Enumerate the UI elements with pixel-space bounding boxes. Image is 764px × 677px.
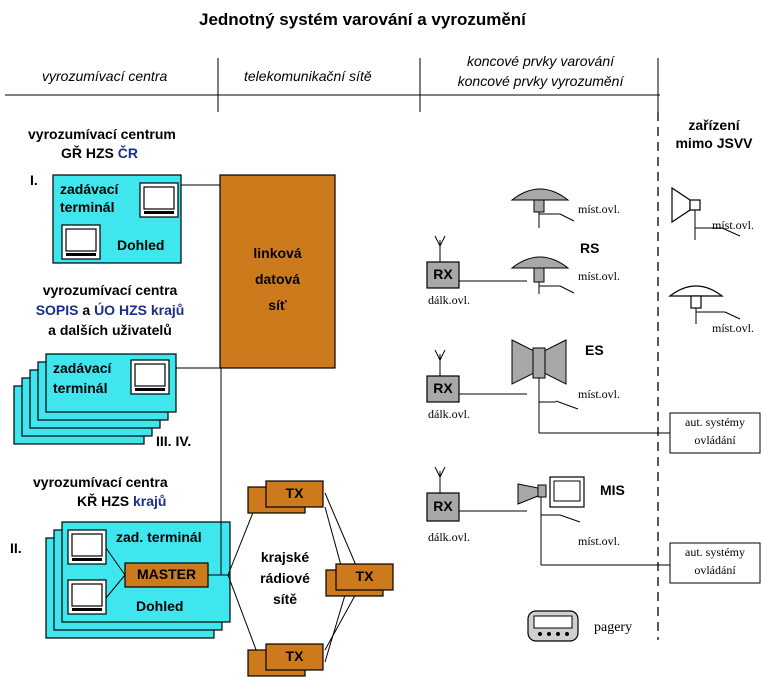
auto-systems-box-1 bbox=[669, 412, 761, 454]
zad-terminal-label-4: terminál bbox=[53, 380, 108, 396]
antenna-icon bbox=[434, 466, 446, 493]
kr-region: krajů bbox=[133, 493, 167, 509]
column-header-endpoints-1: koncové prvky varování bbox=[466, 53, 615, 69]
auto-systems-label-2a: aut. systémy bbox=[685, 545, 745, 559]
tx-label-bottom: TX bbox=[285, 648, 304, 664]
network-label-3: síť bbox=[268, 297, 287, 313]
tx-label-top: TX bbox=[285, 485, 304, 501]
center-sopis-subtitle: SOPIS a ÚO HZS krajů bbox=[0, 302, 220, 318]
auto-systems-label-2b: ovládání bbox=[694, 563, 736, 577]
center-kr-title: vyrozumívací centra bbox=[33, 474, 168, 490]
network-box bbox=[219, 174, 336, 369]
es-label: ES bbox=[585, 342, 604, 358]
dohled-label-2: Dohled bbox=[136, 598, 184, 614]
sopis-name: SOPIS bbox=[35, 302, 79, 318]
center-sopis-title: vyrozumívací centra bbox=[42, 282, 178, 298]
pager-icon bbox=[527, 610, 579, 642]
auto-systems-label-1b: ovládání bbox=[694, 433, 736, 447]
mis-label: MIS bbox=[600, 482, 625, 498]
antenna-icon bbox=[434, 349, 446, 376]
center-kr-subtitle: KŘ HZS krajů bbox=[77, 493, 166, 509]
center-sopis-users: a dalších uživatelů bbox=[48, 322, 172, 338]
center-gr-subtitle: GŘ HZS ČR bbox=[61, 145, 138, 161]
gr-org: GŘ HZS bbox=[61, 145, 118, 161]
local-control-label: míst.ovl. bbox=[578, 269, 621, 283]
display-icon bbox=[549, 476, 585, 508]
column-header-networks: telekomunikační sítě bbox=[244, 68, 372, 84]
network-label-2: datová bbox=[254, 271, 301, 287]
rs-label: RS bbox=[580, 240, 600, 256]
siren-rotary-icon bbox=[510, 256, 575, 294]
siren-electronic-icon bbox=[511, 339, 567, 408]
roman-i: I. bbox=[30, 172, 38, 188]
local-control-label: míst.ovl. bbox=[712, 218, 755, 232]
column-header-centers: vyrozumívací centra bbox=[42, 68, 168, 84]
monitor-icon bbox=[61, 224, 101, 260]
tx-label-right: TX bbox=[355, 568, 374, 584]
diagram-title: Jednotný systém varování a vyrozumění bbox=[199, 10, 526, 29]
tx-box-right bbox=[335, 563, 394, 591]
rx-label-2: RX bbox=[433, 380, 453, 396]
local-control-label: míst.ovl. bbox=[578, 202, 621, 216]
remote-control-label: dálk.ovl. bbox=[428, 407, 470, 421]
loudspeaker-icon bbox=[517, 483, 547, 505]
tx-box-top bbox=[265, 480, 324, 508]
siren-rotary-icon bbox=[510, 188, 575, 228]
local-control-label: míst.ovl. bbox=[712, 321, 755, 335]
radio-label-1: krajské bbox=[260, 549, 310, 565]
remote-control-label: dálk.ovl. bbox=[428, 530, 470, 544]
auto-systems-label-1a: aut. systémy bbox=[685, 415, 745, 429]
roman-ii: II. bbox=[10, 540, 22, 556]
center-gr-title: vyrozumívací centrum bbox=[28, 126, 176, 142]
monitor-icon bbox=[130, 359, 170, 395]
siren-rotary-icon bbox=[668, 285, 741, 324]
remote-control-label: dálk.ovl. bbox=[428, 293, 470, 307]
radio-label-3: sítě bbox=[272, 591, 298, 607]
auto-systems-box-2 bbox=[669, 542, 761, 584]
zad-terminal-short: zad. terminál bbox=[116, 529, 202, 545]
zad-terminal-label-2: terminál bbox=[60, 199, 115, 215]
network-label-1: linková bbox=[253, 245, 302, 261]
local-control-label: míst.ovl. bbox=[578, 387, 621, 401]
zad-terminal-label-3: zadávací bbox=[53, 360, 112, 376]
sopis-uo: ÚO HZS krajů bbox=[94, 302, 185, 318]
column-header-outside-1: zařízení bbox=[688, 117, 740, 133]
rx-box-1 bbox=[426, 261, 460, 289]
monitor-icon bbox=[67, 579, 107, 615]
rx-box-3 bbox=[426, 492, 460, 522]
column-header-endpoints-2: koncové prvky vyrozumění bbox=[457, 73, 624, 89]
horn-speaker-icon bbox=[671, 186, 741, 240]
kr-org: KŘ HZS bbox=[77, 493, 133, 509]
tx-box-bottom bbox=[265, 643, 324, 671]
sopis-and: a bbox=[78, 302, 95, 318]
rx-label-3: RX bbox=[433, 498, 453, 514]
antenna-icon bbox=[434, 235, 446, 262]
rx-label-1: RX bbox=[433, 266, 453, 282]
master-box bbox=[124, 562, 209, 588]
local-control-label: míst.ovl. bbox=[578, 534, 621, 548]
monitor-icon bbox=[67, 529, 107, 565]
column-header-outside-2: mimo JSVV bbox=[675, 135, 753, 151]
dohled-label: Dohled bbox=[117, 237, 165, 253]
rx-box-2 bbox=[426, 375, 460, 403]
zad-terminal-label-1: zadávací bbox=[60, 181, 119, 197]
master-label: MASTER bbox=[136, 566, 197, 582]
monitor-icon bbox=[139, 182, 179, 218]
radio-label-2: rádiové bbox=[260, 570, 310, 586]
pager-label: pagery bbox=[594, 620, 633, 635]
gr-country: ČR bbox=[117, 145, 139, 161]
roman-iii-iv: III. IV. bbox=[156, 433, 192, 449]
